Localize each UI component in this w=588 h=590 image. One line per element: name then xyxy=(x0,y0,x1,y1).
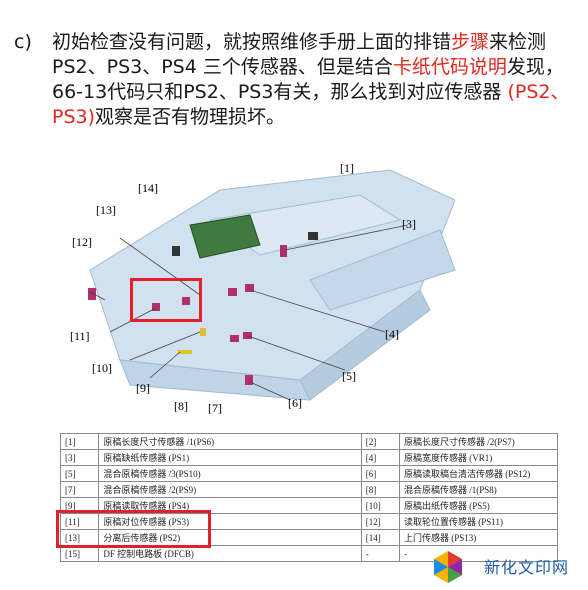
table-cell-label: 原稿长度尺寸传感器 /2(PS7) xyxy=(399,433,558,450)
table-cell-index: [10] xyxy=(360,497,401,514)
table-cell-index: [7] xyxy=(59,481,100,498)
text-segment: 发现，66-13代码只和PS2、PS3有关，那么找到对应传感器 xyxy=(52,56,564,103)
table-cell-index: [12] xyxy=(360,513,401,530)
highlight-box-table-rows xyxy=(56,510,211,548)
table-row: [1]原稿长度尺寸传感器 /1(PS6)[2]原稿长度尺寸传感器 /2(PS7) xyxy=(59,433,558,450)
table-row: [9]原稿读取传感器 (PS4)[10]原稿出纸传感器 (PS5) xyxy=(59,497,558,514)
table-cell-label: 原稿读取稿台清洁传感器 (PS12) xyxy=(399,465,558,482)
callout-4: [4] xyxy=(385,327,399,341)
callout-12: [12] xyxy=(72,235,92,249)
list-marker: c) xyxy=(14,31,32,53)
callout-1: [1] xyxy=(340,161,354,175)
table-row: [3]原稿缺纸传感器 (PS1)[4]原稿宽度传感器 (VR1) xyxy=(59,449,558,466)
callout-10: [10] xyxy=(92,361,112,375)
callout-8: [8] xyxy=(174,399,188,413)
callout-14: [14] xyxy=(138,181,158,195)
text-segment: 观察是否有物理损坏。 xyxy=(95,106,286,128)
table-cell-label: 原稿宽度传感器 (VR1) xyxy=(399,449,558,466)
table-cell-index: [4] xyxy=(360,449,401,466)
table-cell-index: [5] xyxy=(59,465,100,482)
watermark-text: 新化文印网 xyxy=(484,558,570,577)
feeder-sensor-diagram: [14] [13] [12] [11] [10] [9] [8] [7] [6]… xyxy=(70,161,456,415)
table-cell-index: [8] xyxy=(360,481,401,498)
callout-7: [7] xyxy=(208,401,222,415)
diagram-callouts: [14] [13] [12] [11] [10] [9] [8] [7] [6]… xyxy=(70,161,416,415)
table-cell-label: 原稿长度尺寸传感器 /1(PS6) xyxy=(98,433,362,450)
paragraph-text: 初始检查没有问题，就按照维修手册上面的排错步骤来检测PS2、PS3、PS4 三个… xyxy=(52,30,582,130)
highlight-jam-code: 卡纸代码说明 xyxy=(392,56,507,78)
table-row: [7]混合原稿传感器 /2(PS9)[8]混合原稿传感器 /1(PS8) xyxy=(59,481,558,498)
callout-13: [13] xyxy=(96,203,116,217)
highlight-steps: 步骤 xyxy=(451,31,490,53)
callout-9: [9] xyxy=(136,381,150,395)
table-cell-index: [1] xyxy=(59,433,100,450)
table-row: [5]混合原稿传感器 /3(PS10)[6]原稿读取稿台清洁传感器 (PS12) xyxy=(59,465,558,482)
callout-5: [5] xyxy=(342,369,356,383)
table-cell-index: [2] xyxy=(360,433,401,450)
watermark-logo-icon xyxy=(434,551,462,583)
callout-11: [11] xyxy=(70,329,90,343)
sensor-table: [1]原稿长度尺寸传感器 /1(PS6)[2]原稿长度尺寸传感器 /2(PS7)… xyxy=(59,433,558,562)
text-segment: 初始检查没有问题，就按照维修手册上面的排错 xyxy=(52,31,452,53)
table-cell-label: 原稿出纸传感器 (PS5) xyxy=(399,497,558,514)
callout-6: [6] xyxy=(288,396,302,410)
table-cell-label: 读取轮位置传感器 (PS11) xyxy=(399,513,558,530)
highlight-box-sensors xyxy=(130,278,202,322)
highlight-sensors: (PS2、PS3) xyxy=(52,81,570,128)
table-cell-index: [3] xyxy=(59,449,100,466)
table-cell-label: 混合原稿传感器 /3(PS10) xyxy=(98,465,362,482)
table-row: [11]原稿对位传感器 (PS3)[12]读取轮位置传感器 (PS11) xyxy=(59,513,558,530)
text-segment: 来检测PS2、PS3、PS4 三个传感器、但是结合 xyxy=(52,31,547,78)
table-cell-label: 上门传感器 (PS13) xyxy=(399,529,558,546)
table-cell-index: [6] xyxy=(360,465,401,482)
table-cell-index: - xyxy=(360,545,401,562)
table-cell-label: 混合原稿传感器 /2(PS9) xyxy=(98,481,362,498)
table-cell-index: [14] xyxy=(360,529,401,546)
callout-3: [3] xyxy=(402,217,416,231)
table-cell-label: 混合原稿传感器 /1(PS8) xyxy=(399,481,558,498)
table-cell-label: 原稿缺纸传感器 (PS1) xyxy=(98,449,362,466)
